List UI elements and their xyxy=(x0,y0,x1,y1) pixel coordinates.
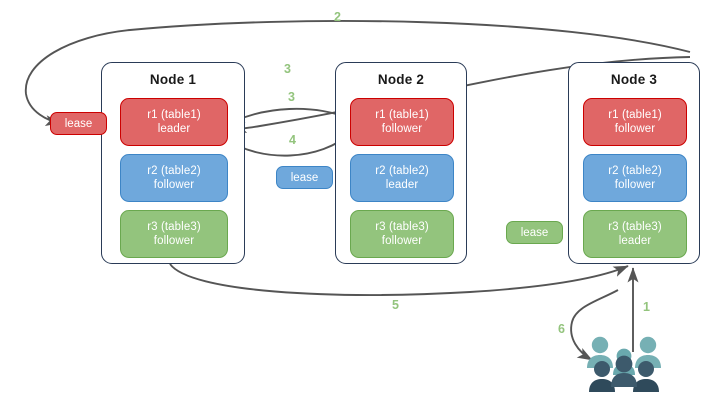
user-front-left-body xyxy=(589,379,615,392)
node-1-replica-r3[interactable]: r3 (table3) follower xyxy=(120,210,228,258)
edge-label-3-lens: 3 xyxy=(288,90,295,104)
node-1-replica-r2-name: r2 (table2) xyxy=(147,164,201,177)
edge-5-path xyxy=(169,263,629,296)
user-front-center-head xyxy=(615,355,633,373)
lease-badge-blue[interactable]: lease xyxy=(276,166,333,189)
node-2-title: Node 2 xyxy=(377,72,425,87)
users-icon xyxy=(587,336,661,392)
node-2-replica-r3-name: r3 (table3) xyxy=(375,220,429,233)
edge-label-3-upper: 3 xyxy=(284,62,291,76)
edge-label-2: 2 xyxy=(334,10,341,24)
edge-label-6: 6 xyxy=(558,322,565,336)
edge-2-path xyxy=(25,20,691,127)
node-2-replica-r2-name: r2 (table2) xyxy=(375,164,429,177)
user-front-right-head xyxy=(638,361,654,377)
node-3-replica-r2[interactable]: r2 (table2) follower xyxy=(583,154,687,202)
node-3-title: Node 3 xyxy=(610,72,658,87)
edge-label-4: 4 xyxy=(289,133,296,147)
node-1-replica-r1[interactable]: r1 (table1) leader xyxy=(120,98,228,146)
node-1-replica-r2[interactable]: r2 (table2) follower xyxy=(120,154,228,202)
node-3-replica-r1[interactable]: r1 (table1) follower xyxy=(583,98,687,146)
user-front-right-body xyxy=(633,379,659,392)
user-back-left-head xyxy=(591,336,609,354)
node-2-replica-r1-name: r1 (table1) xyxy=(375,108,429,121)
edge-label-1: 1 xyxy=(643,300,650,314)
node-2-replica-r1-role: follower xyxy=(381,123,423,135)
node-2-replica-r2-role: leader xyxy=(385,179,419,191)
node-3-replica-r3-role: leader xyxy=(618,235,652,247)
lease-badge-green[interactable]: lease xyxy=(506,221,563,244)
node-1-replica-r3-name: r3 (table3) xyxy=(147,220,201,233)
edge-6-path xyxy=(570,289,619,361)
node-2-replica-r1[interactable]: r1 (table1) follower xyxy=(350,98,454,146)
node-2-replica-r3[interactable]: r3 (table3) follower xyxy=(350,210,454,258)
node-1-title: Node 1 xyxy=(149,72,197,87)
node-1-replica-r1-role: leader xyxy=(157,123,191,135)
lease-badge-red[interactable]: lease xyxy=(50,112,107,135)
user-front-center-body xyxy=(611,373,637,387)
user-front-left-head xyxy=(594,361,610,377)
node-3-replica-r1-name: r1 (table1) xyxy=(608,108,662,121)
edge-label-5: 5 xyxy=(392,298,399,312)
node-3-replica-r3-name: r3 (table3) xyxy=(608,220,662,233)
node-3-replica-r3[interactable]: r3 (table3) leader xyxy=(583,210,687,258)
node-2[interactable]: Node 2 r1 (table1) follower r2 (table2) … xyxy=(335,62,467,264)
node-1-replica-r1-name: r1 (table1) xyxy=(147,108,201,121)
user-back-right-head xyxy=(639,336,657,354)
node-3-replica-r2-name: r2 (table2) xyxy=(608,164,662,177)
node-2-replica-r3-role: follower xyxy=(381,235,423,247)
node-1-replica-r2-role: follower xyxy=(153,179,195,191)
node-3[interactable]: Node 3 r1 (table1) follower r2 (table2) … xyxy=(568,62,700,264)
node-3-replica-r2-role: follower xyxy=(614,179,656,191)
node-2-replica-r2[interactable]: r2 (table2) leader xyxy=(350,154,454,202)
node-1-replica-r3-role: follower xyxy=(153,235,195,247)
node-3-replica-r1-role: follower xyxy=(614,123,656,135)
node-1[interactable]: Node 1 r1 (table1) leader r2 (table2) fo… xyxy=(101,62,245,264)
